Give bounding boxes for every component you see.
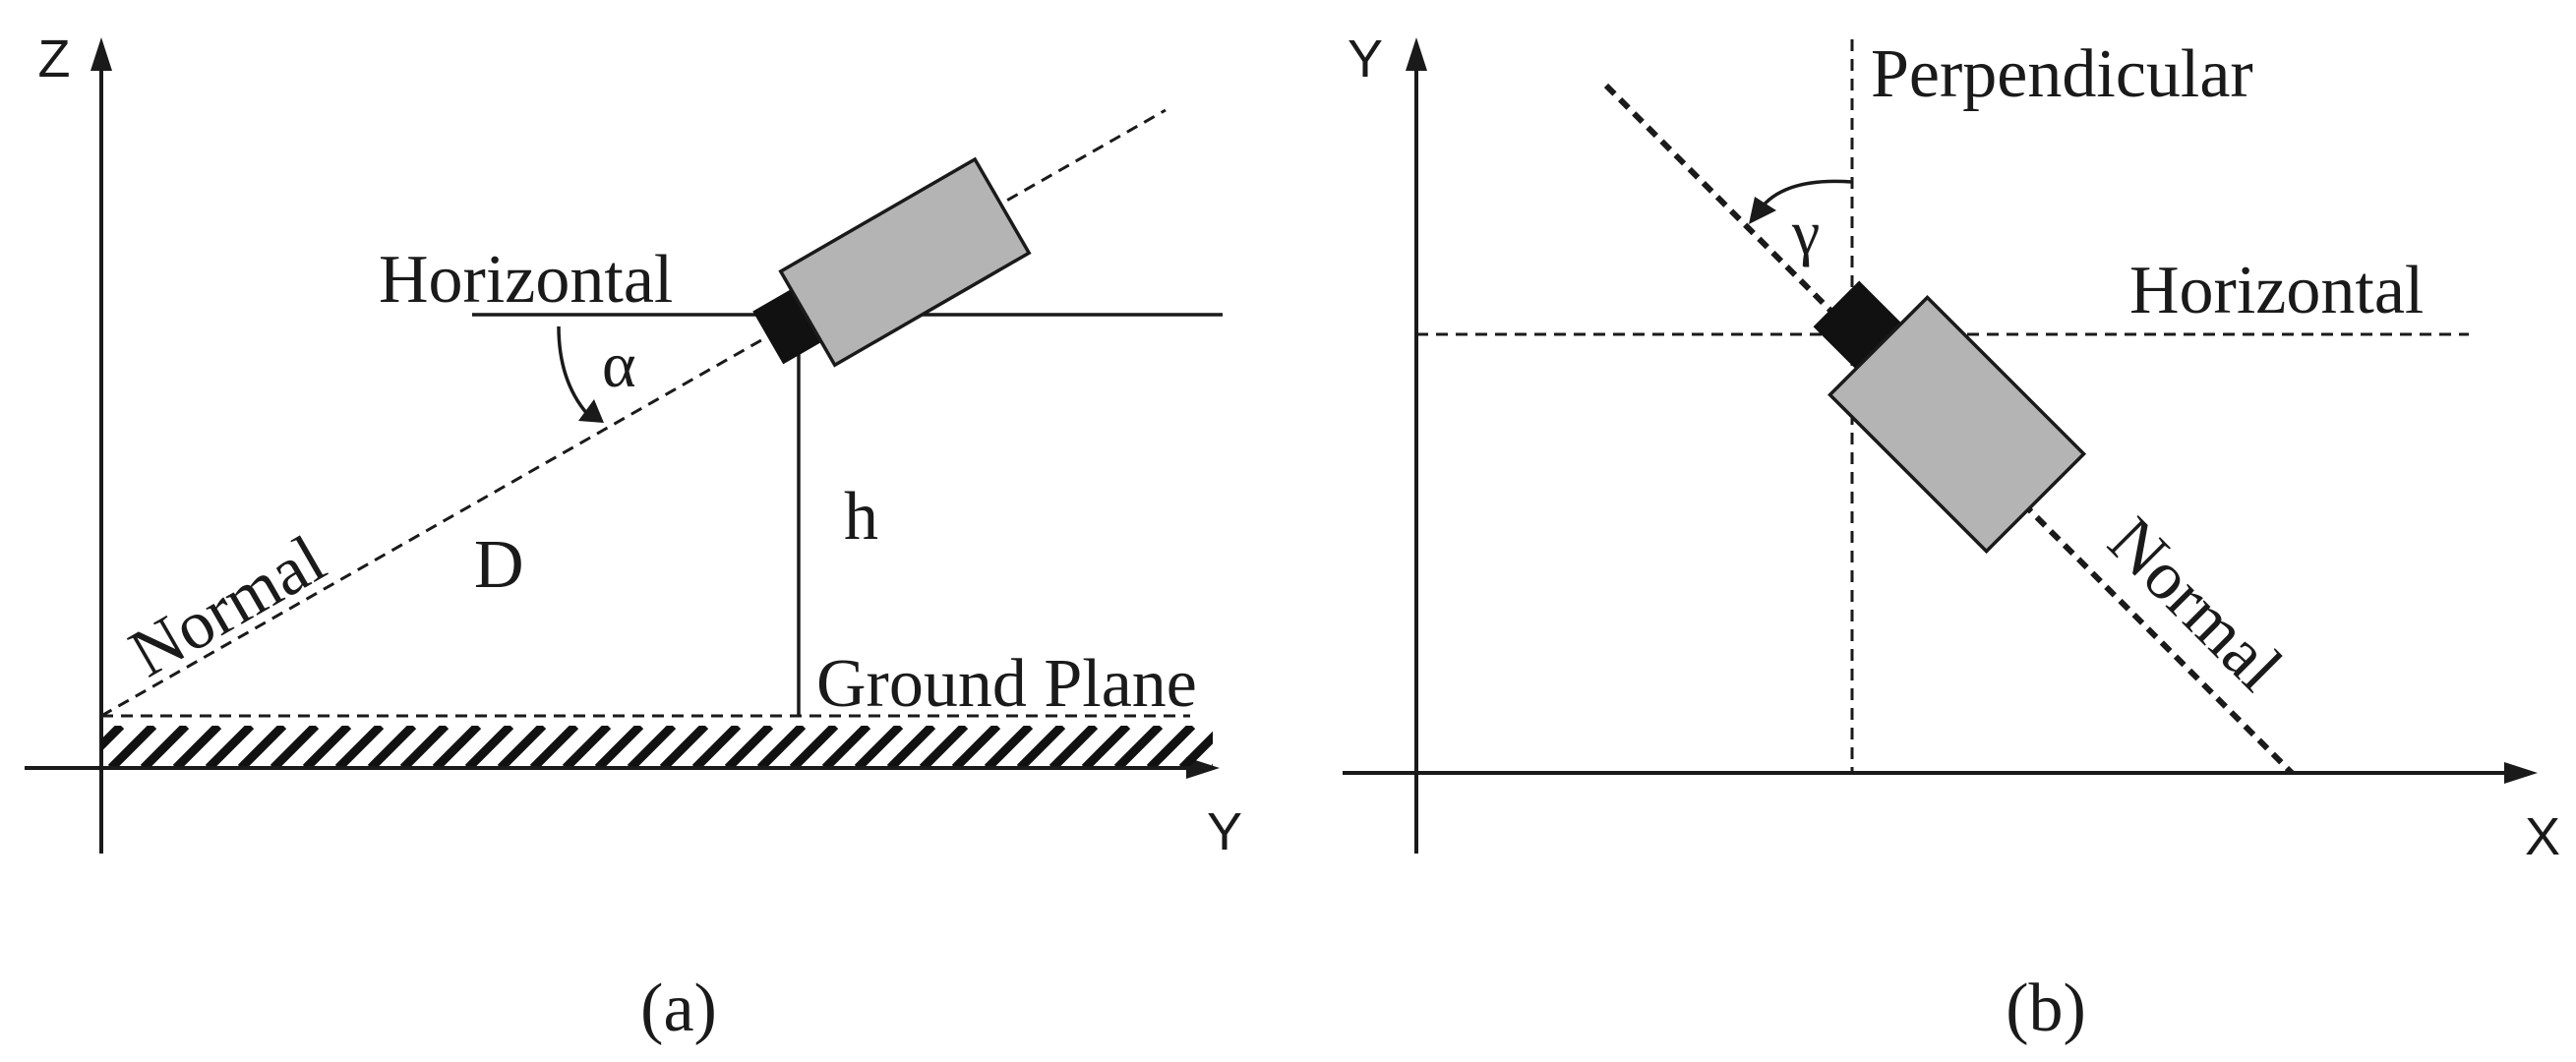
panel-a-z-axis-label: Z [38,30,71,88]
ground-hatch-stroke [919,726,969,768]
ground-hatch-stroke [627,726,677,768]
panel-b-x-axis-label: X [2525,807,2560,866]
ground-hatch-stroke [140,726,190,768]
ground-hatch-stroke [691,726,742,768]
ground-hatch-stroke [951,726,1001,768]
panel-b-camera [1813,280,2087,555]
ground-hatch-stroke [724,726,774,768]
ground-hatch-stroke [529,726,579,768]
ground-hatch-stroke [107,726,157,768]
ground-hatch-stroke [1048,726,1099,768]
ground-hatch-stroke [237,726,287,768]
ground-hatch-stroke [984,726,1034,768]
ground-hatch-stroke [821,726,871,768]
ground-hatch-stroke [101,726,125,752]
panel-a-normal-line [100,108,1167,718]
panel-b-gamma-arc [1759,179,1853,210]
ground-hatch-stroke [756,726,807,768]
panel-a-y-axis-label: Y [1207,802,1242,861]
panel-a-alpha-arc [557,325,590,417]
panel-a-z-axis-arrowhead [90,37,112,71]
panel-b-perpendicular-label: Perpendicular [1871,36,2253,112]
ground-hatch-stroke [1016,726,1066,768]
panel-a-alpha-arrowhead [578,399,604,423]
ground-hatch-stroke [594,726,644,768]
ground-hatch-stroke [399,726,449,768]
ground-hatch-stroke [205,726,255,768]
panel-b-y-axis-arrowhead [1406,37,1427,71]
ground-hatch-stroke [497,726,547,768]
panel-a: Z Y Ground Plane Normal D Horizontal α h [25,30,1242,1046]
panel-a-distance-label: D [474,527,524,603]
ground-hatch-stroke [789,726,839,768]
ground-hatch-stroke [1178,731,1213,768]
panel-b-y-axis-label: Y [1348,30,1383,88]
panel-a-camera-body [778,156,1032,368]
ground-hatch-stroke [1211,763,1213,767]
panel-b-normal-line [1603,83,2295,776]
ground-hatch-stroke [334,726,385,768]
ground-hatch-stroke [854,726,904,768]
ground-hatch-stroke [1081,726,1131,768]
panel-a-camera [752,156,1032,368]
ground-hatch-stroke [886,726,936,768]
panel-b-gamma-arrowhead [1749,197,1776,224]
panel-b: Y X Perpendicular Horizontal Normal γ (b… [1343,30,2560,1046]
panel-b-gamma-label: γ [1791,198,1820,267]
ground-hatch-stroke [1146,726,1196,768]
ground-hatch-stroke [464,726,514,768]
ground-hatch-stroke [432,726,482,768]
panel-a-ground-hatch [101,726,1213,770]
panel-b-horizontal-label: Horizontal [2129,253,2424,328]
ground-hatch-stroke [1113,726,1164,768]
panel-b-caption: (b) [2006,971,2086,1046]
ground-hatch-stroke [659,726,709,768]
panel-a-caption: (a) [640,971,717,1046]
ground-hatch-stroke [562,726,612,768]
panel-a-alpha-label: α [602,329,636,401]
ground-hatch-stroke [270,726,320,768]
panel-b-camera-body [1827,295,2087,555]
panel-b-x-axis-arrowhead [2504,762,2538,784]
ground-hatch-stroke [172,726,222,768]
panel-a-ground-plane-label: Ground Plane [816,646,1197,722]
ground-hatch-stroke [302,726,352,768]
panel-a-horizontal-label: Horizontal [379,242,673,318]
ground-hatch-stroke [367,726,417,768]
panel-a-height-label: h [844,479,878,555]
panel-a-normal-label: Normal [118,521,338,692]
